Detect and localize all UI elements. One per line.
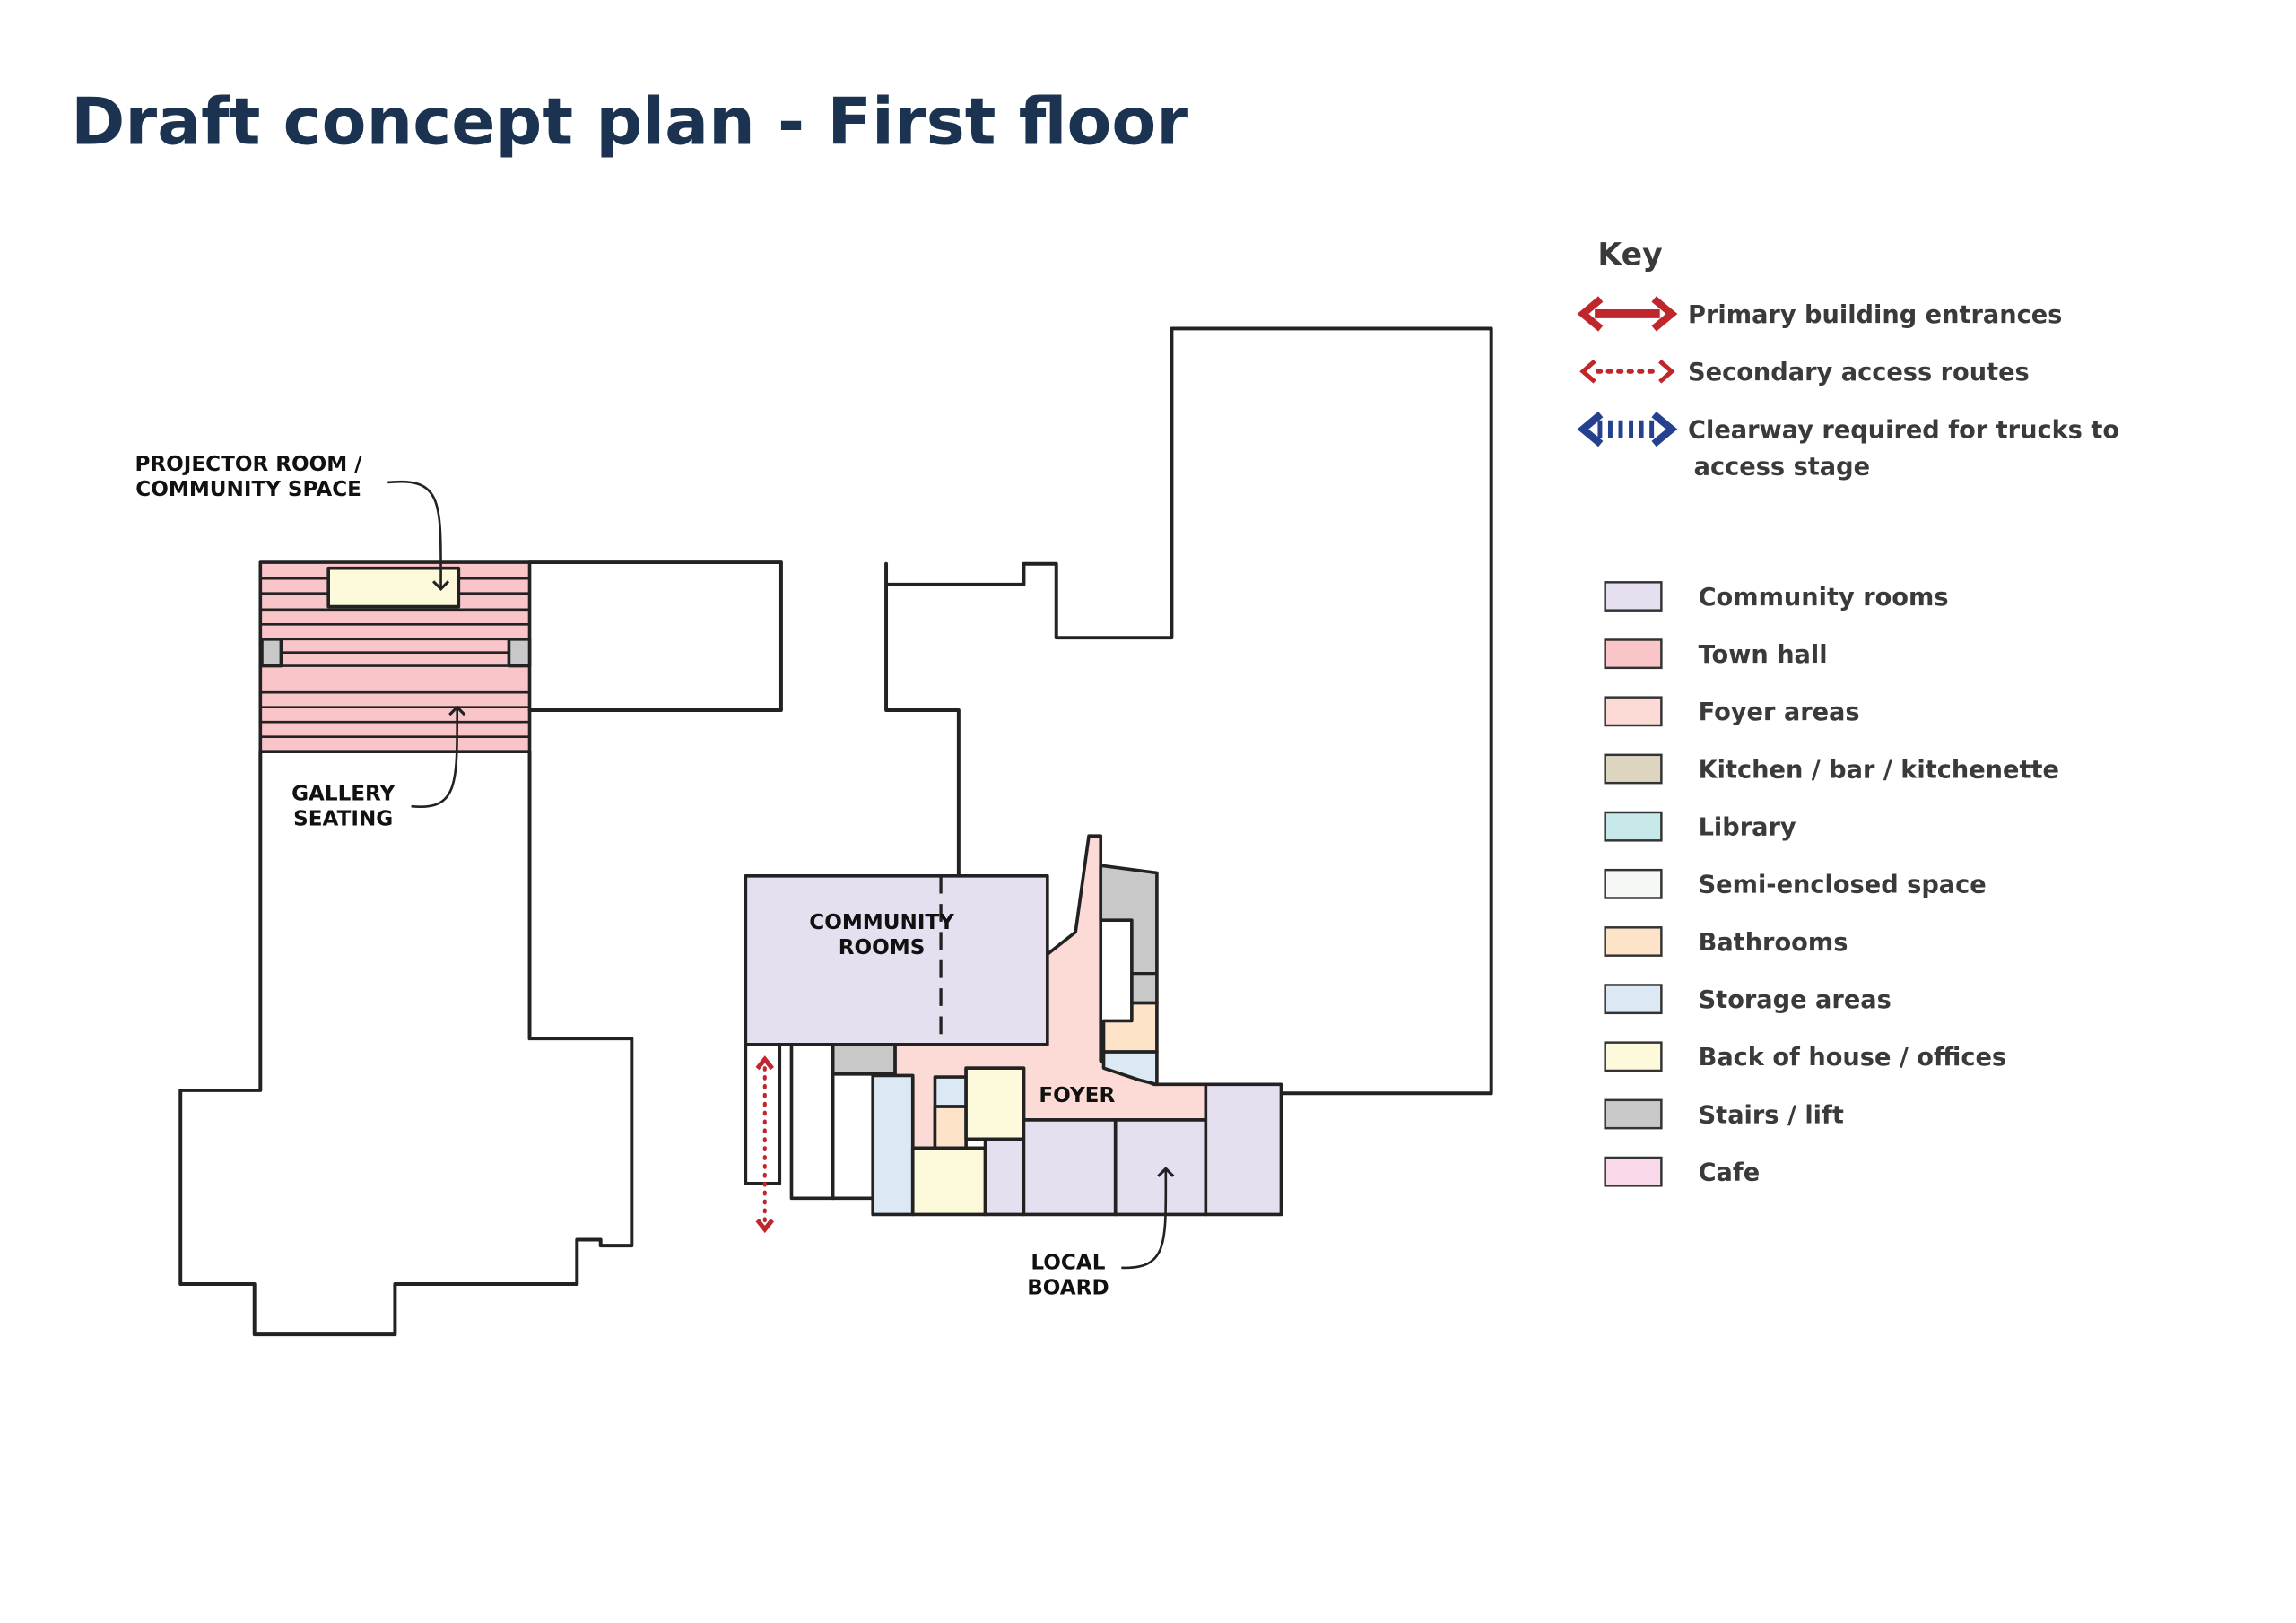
page-title: Draft concept plan - First floor	[71, 84, 1188, 160]
legend-swatch	[1604, 638, 1663, 670]
legend-swatch	[1604, 984, 1663, 1015]
storage-area	[871, 1073, 915, 1217]
double-arrow-dotted-icon	[1579, 359, 1675, 384]
legend-route-label: Secondary access routes	[1688, 359, 2030, 386]
back-of-house-area	[910, 1146, 987, 1217]
legend-swatch	[1604, 926, 1663, 957]
legend-heading: Key	[1597, 238, 1662, 273]
gallery-seating-lines	[260, 577, 530, 739]
stair-left	[260, 638, 283, 668]
double-arrow-solid-icon	[1577, 296, 1678, 332]
legend-swatch	[1604, 696, 1663, 727]
stairs-area	[831, 1042, 897, 1076]
community-rooms-area	[744, 873, 1049, 1046]
bathroom-area	[1101, 1001, 1159, 1054]
legend-route-label: access stage	[1694, 454, 1870, 482]
legend-swatch	[1604, 753, 1663, 785]
gallery-label-2: SEATING	[293, 808, 393, 831]
legend-area-label: Foyer areas	[1699, 699, 1860, 726]
gallery-label-1: GALLERY	[291, 783, 395, 806]
semi-enclosed-space	[789, 1042, 835, 1201]
storage-area	[933, 1075, 968, 1108]
storage-area	[1101, 1050, 1159, 1087]
legend-area-label: Storage areas	[1699, 986, 1892, 1014]
projector-label-1: PROJECTOR ROOM /	[135, 453, 363, 476]
legend-swatch	[1604, 581, 1663, 612]
projector-room	[326, 566, 461, 609]
legend-swatch	[1604, 868, 1663, 899]
projector-label-2: COMMUNITY SPACE	[135, 478, 361, 501]
right-building-outline	[884, 326, 1493, 1096]
community-rooms-label-2: ROOMS	[839, 936, 926, 959]
legend-swatch	[1604, 811, 1663, 842]
legend-area-label: Community rooms	[1699, 584, 1949, 612]
local-board-label-2: BOARD	[1027, 1277, 1109, 1300]
legend-area-label: Bathrooms	[1699, 929, 1848, 957]
legend-area-label: Stairs / lift	[1699, 1101, 1844, 1129]
back-of-house-area	[964, 1066, 1026, 1141]
double-arrow-striped-icon	[1577, 411, 1678, 447]
legend-area-label: Library	[1699, 814, 1796, 842]
stair-right	[507, 638, 532, 668]
foyer-label: FOYER	[1039, 1084, 1115, 1107]
local-board-room	[983, 1137, 1026, 1217]
legend-area-label: Kitchen / bar / kitchenette	[1699, 756, 2059, 784]
community-room	[1204, 1082, 1283, 1217]
local-board-room	[1113, 1118, 1208, 1217]
community-rooms-label-1: COMMUNITY	[809, 911, 954, 934]
stairs-lift-area	[1099, 864, 1159, 1005]
plan-labels: PROJECTOR ROOM / COMMUNITY SPACE GALLERY…	[135, 453, 1175, 1300]
bathroom-area	[933, 1105, 968, 1150]
legend-swatch	[1604, 1041, 1663, 1072]
local-board-room	[1022, 1118, 1118, 1217]
legend-area-label: Cafe	[1699, 1159, 1761, 1187]
legend-route-label: Primary building entrances	[1688, 301, 2062, 329]
semi-enclosed-space	[744, 1042, 782, 1185]
local-board-label-1: LOCAL	[1031, 1252, 1105, 1275]
legend-area-label: Back of house / offices	[1699, 1044, 2007, 1072]
legend-swatch	[1604, 1156, 1663, 1187]
left-building	[178, 560, 783, 1337]
legend-area-label: Town hall	[1699, 641, 1828, 669]
semi-enclosed-space	[831, 1072, 875, 1201]
legend-route-label: Clearway required for trucks to	[1688, 417, 2119, 445]
legend-swatch	[1604, 1098, 1663, 1130]
legend: Key Primary building entrances Secondary…	[1577, 238, 2119, 1187]
legend-area-label: Semi-enclosed space	[1699, 872, 1987, 899]
central-block	[744, 834, 1492, 1234]
